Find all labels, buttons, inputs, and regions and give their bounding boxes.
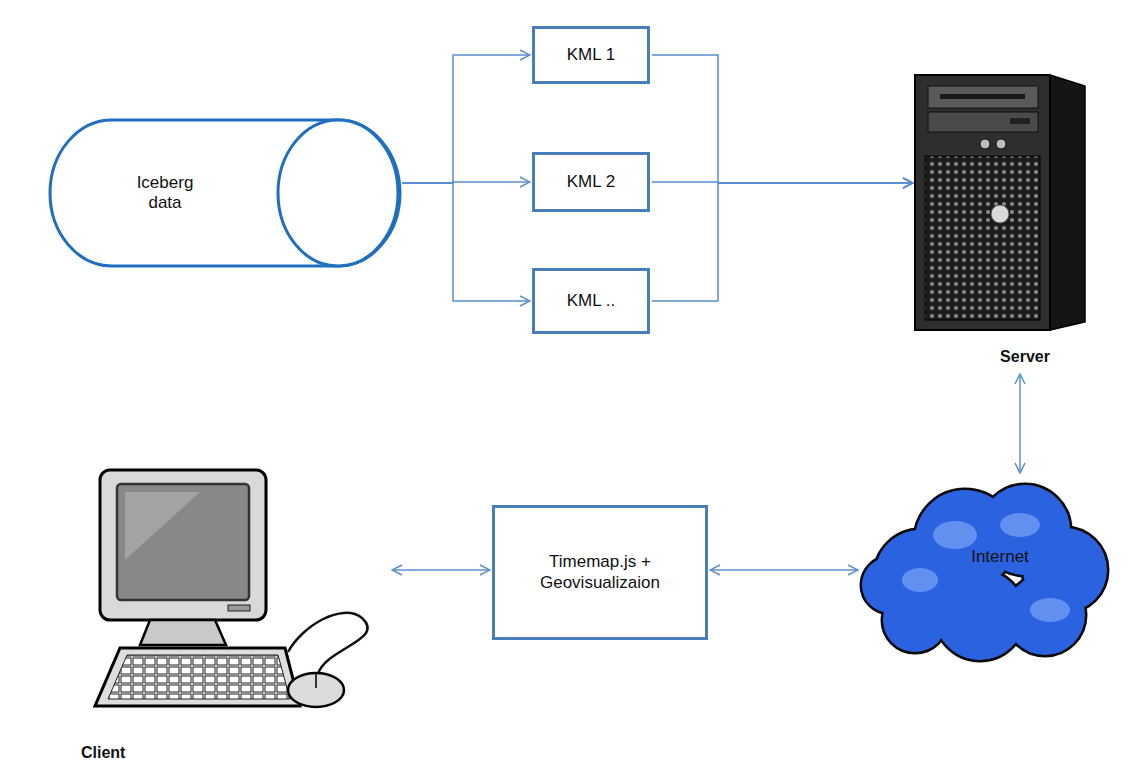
data-cylinder: Iceberg data bbox=[50, 118, 400, 268]
computer-icon bbox=[95, 470, 368, 707]
node-label: Client bbox=[81, 743, 125, 762]
process-box: Timemap.js + Geovisualizaion bbox=[492, 505, 708, 640]
connector-arrow bbox=[710, 569, 858, 571]
internet-cloud: Internet bbox=[860, 475, 1110, 660]
node-label-line: Iceberg data bbox=[128, 173, 203, 214]
server-node: Server bbox=[915, 75, 1085, 370]
node-label: Iceberg data bbox=[50, 173, 280, 214]
connector-arrow bbox=[652, 183, 913, 301]
cylinder-outline bbox=[50, 118, 400, 268]
connector-arrow bbox=[392, 569, 490, 571]
node-label: KML .. bbox=[567, 291, 616, 311]
kml-box: KML 2 bbox=[532, 152, 650, 212]
node-label: KML 2 bbox=[567, 172, 616, 192]
node-label: Timemap.js + Geovisualizaion bbox=[525, 552, 675, 593]
kml-box: KML 1 bbox=[532, 26, 650, 84]
connector-arrow bbox=[402, 55, 530, 183]
node-label: Internet bbox=[971, 547, 1029, 567]
kml-box: KML .. bbox=[532, 268, 650, 334]
node-label: KML 1 bbox=[567, 45, 616, 65]
cloud-outline bbox=[860, 475, 1110, 660]
connector-arrow bbox=[652, 55, 913, 183]
server-icon bbox=[915, 75, 1085, 330]
client-node: Client bbox=[75, 462, 390, 768]
node-label: Server bbox=[1000, 347, 1050, 366]
connector-arrow bbox=[1019, 374, 1021, 473]
connector-arrow bbox=[402, 183, 530, 301]
